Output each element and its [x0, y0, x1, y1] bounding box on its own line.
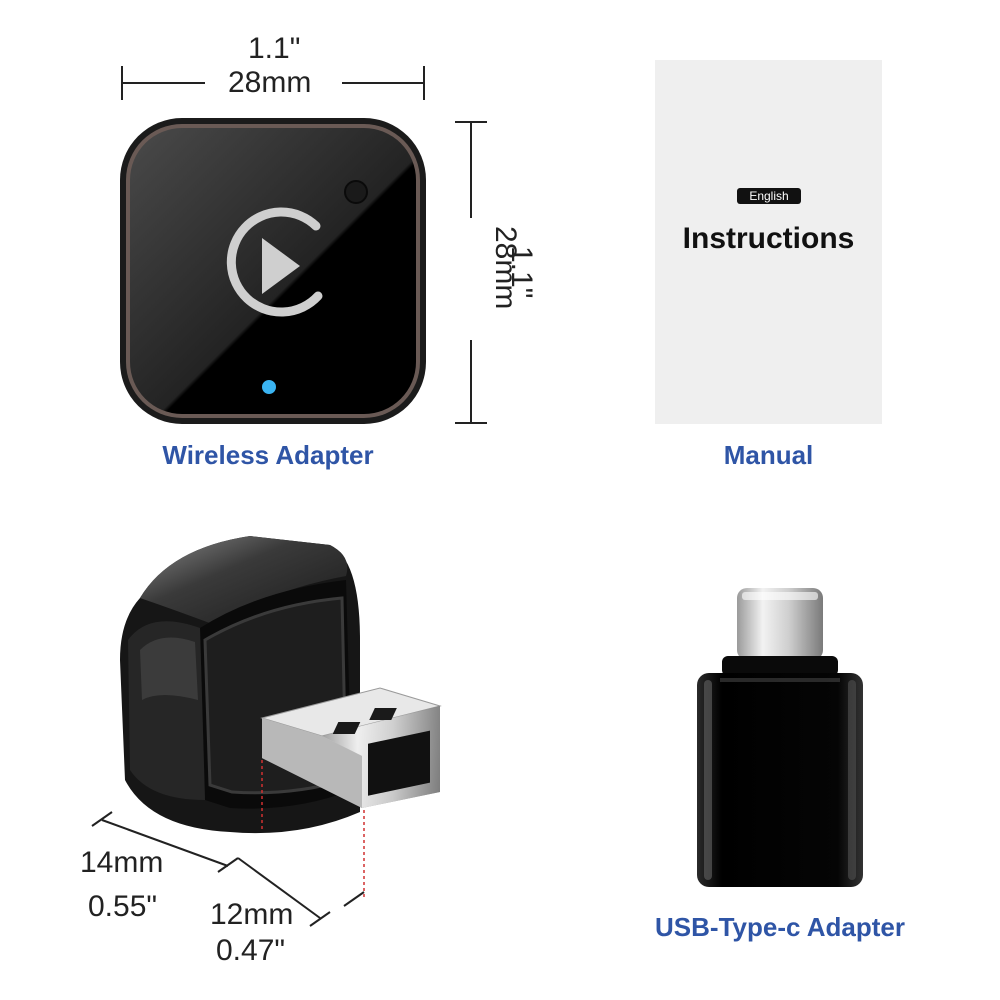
type-c-adapter-caption: USB-Type-c Adapter	[655, 912, 905, 942]
camera-dot-icon	[344, 180, 368, 204]
usb-a-plug	[260, 687, 442, 808]
wireless-width-inch-label: 1.1"	[248, 32, 301, 65]
usb-width-mm-label: 12mm	[210, 898, 294, 931]
manual-title: Instructions	[682, 222, 855, 255]
height-dimension-line	[455, 121, 487, 424]
type-c-adapter-image	[697, 588, 863, 887]
wireless-height-inch-label: 1.1"	[505, 246, 538, 299]
usb-width-inch-label: 0.47"	[216, 934, 286, 967]
width-dimension-line	[121, 66, 425, 100]
usb-depth-dimension-line	[91, 811, 239, 873]
led-indicator-icon	[262, 380, 276, 394]
play-logo-icon	[226, 207, 323, 317]
usb-depth-inch-label: 0.55"	[88, 890, 158, 923]
wireless-adapter-image	[120, 118, 426, 424]
manual-language-badge: English	[737, 188, 801, 204]
usb-adapter-image	[120, 536, 442, 898]
usb-depth-mm-label: 14mm	[80, 846, 164, 879]
manual-card	[655, 60, 882, 424]
usb-width-dimension-line	[237, 857, 365, 927]
wireless-adapter-caption: Wireless Adapter	[162, 440, 374, 470]
manual-caption: Manual	[723, 440, 814, 470]
wireless-width-mm-label: 28mm	[228, 66, 312, 99]
